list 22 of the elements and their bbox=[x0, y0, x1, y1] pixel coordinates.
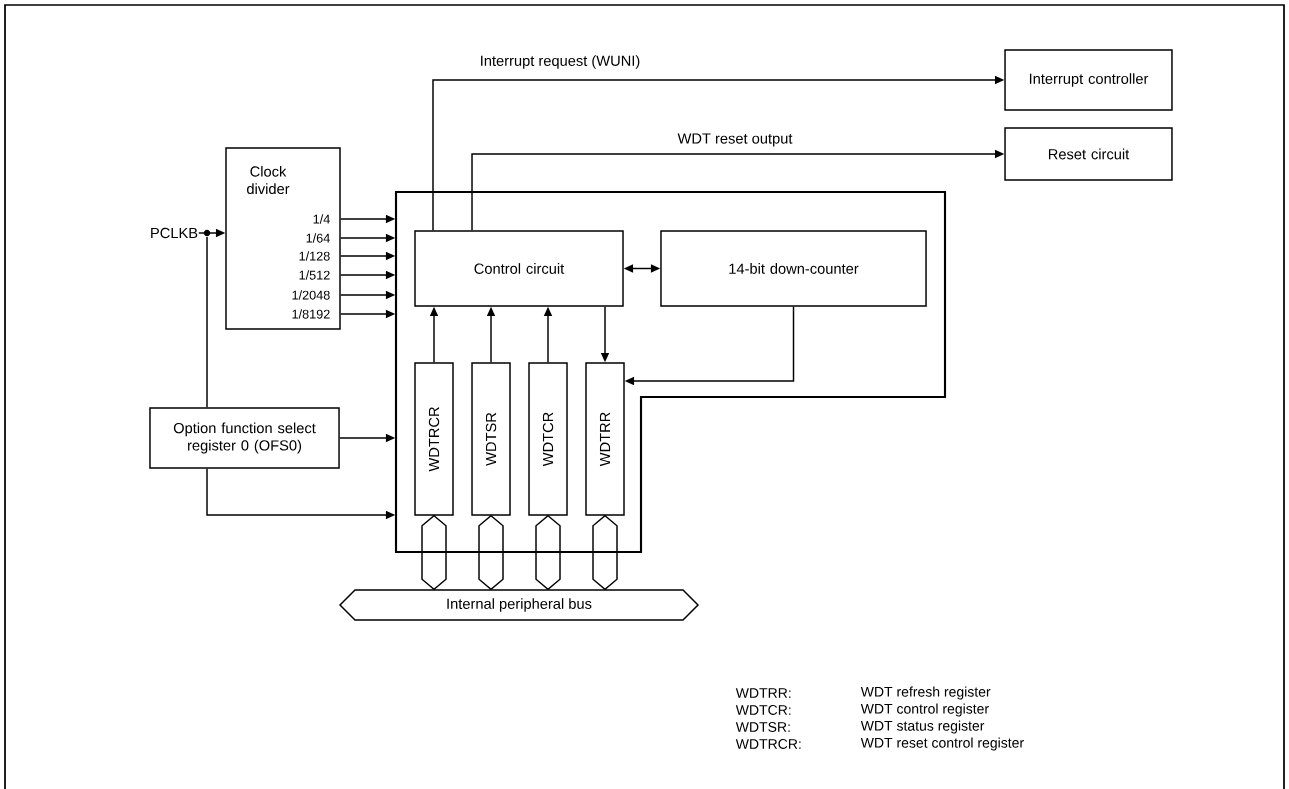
register-box: WDTCR bbox=[528, 362, 568, 516]
description: WDT control register bbox=[860, 703, 989, 717]
circuit-box: Control circuit bbox=[414, 230, 624, 307]
counter-box: 14-bit down-counter bbox=[660, 230, 927, 307]
abbreviation: WDTRCR: bbox=[735, 739, 801, 749]
abbreviation: WDTSR: bbox=[735, 722, 790, 732]
register-box: WDTSR bbox=[471, 362, 511, 516]
edge-label: WDT reset output bbox=[676, 132, 794, 148]
register-box: WDTRCR bbox=[414, 362, 454, 516]
register-box: WDTRR bbox=[585, 362, 625, 516]
abbreviation: WDTRR: bbox=[735, 688, 791, 698]
abbreviation: WDTCR: bbox=[735, 705, 791, 715]
description: WDT status register bbox=[860, 720, 985, 734]
description: WDT reset control register bbox=[860, 737, 1024, 751]
connector-line bbox=[206, 236, 208, 408]
description: WDT refresh register bbox=[860, 686, 991, 700]
circuit-box: Reset circuit bbox=[1004, 127, 1173, 181]
signal-label: PCLKB bbox=[151, 227, 198, 239]
edge-label: Interrupt request (WUNI) bbox=[478, 53, 642, 71]
controller-box: Interrupt controller bbox=[1004, 49, 1173, 111]
module-outline bbox=[394, 190, 947, 554]
register-box: Option function select register 0 (OFS0) bbox=[149, 407, 340, 469]
